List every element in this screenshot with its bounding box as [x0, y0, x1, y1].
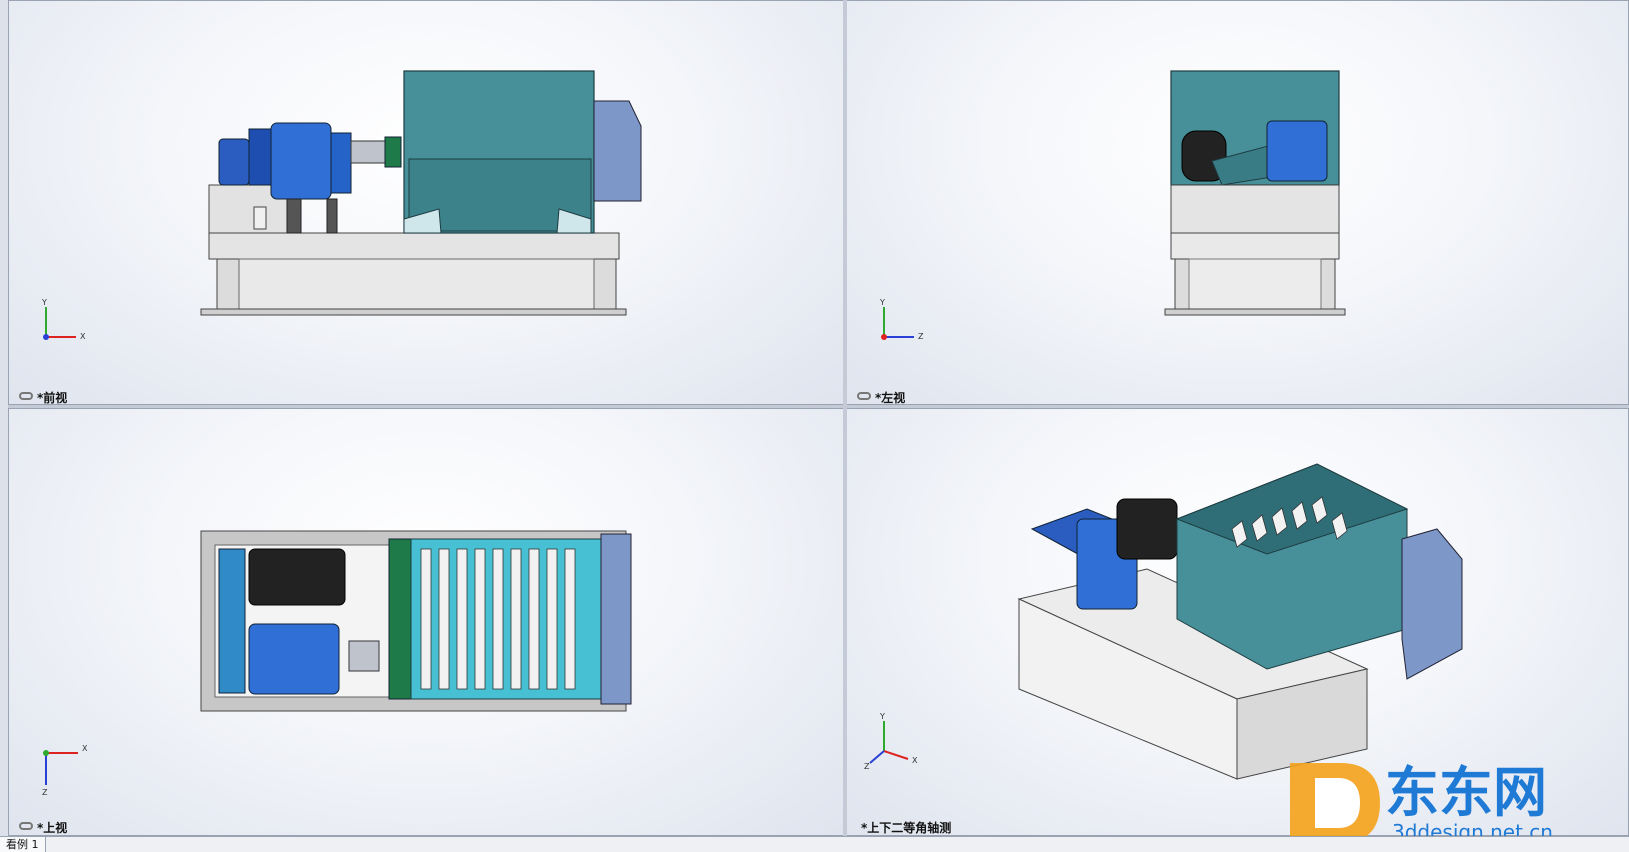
left-view-label: *左视 [875, 391, 906, 405]
top-link-icon[interactable] [19, 822, 33, 830]
front-triad-x-label: X [80, 332, 86, 341]
front-view-model [200, 70, 642, 316]
status-bar: 看例 1 [0, 836, 1629, 852]
viewport-front[interactable]: Y X *前视 [8, 0, 844, 405]
iso-triad: Y X Z [864, 712, 918, 769]
front-triad: Y X [41, 299, 86, 341]
watermark-brand: 东东网 [1385, 761, 1547, 824]
top-triad-x-label: X [82, 744, 88, 753]
left-triad-y-label: Y [879, 299, 885, 307]
left-link-icon[interactable] [857, 392, 871, 400]
status-tab[interactable]: 看例 1 [0, 837, 46, 852]
iso-triad-y-label: Y [879, 712, 885, 721]
iso-triad-x-label: X [912, 756, 918, 765]
front-triad-y-label: Y [41, 299, 47, 307]
viewport-top[interactable]: X Z *上视 [8, 408, 844, 836]
front-link-icon[interactable] [19, 392, 33, 400]
top-view-label: *上视 [37, 821, 68, 835]
top-triad: X Z [42, 744, 88, 795]
iso-view-model [1017, 463, 1463, 780]
viewport-left[interactable]: Y Z *左视 [846, 0, 1629, 405]
iso-triad-z-label: Z [864, 762, 870, 769]
viewport-iso[interactable]: Y X Z *上下二等角轴测 [846, 408, 1629, 836]
top-triad-z-label: Z [42, 788, 48, 795]
left-triad: Y Z [879, 299, 924, 341]
left-view-model [1164, 70, 1346, 316]
viewport-splitter-horizontal[interactable] [8, 405, 1629, 408]
front-view-label: *前视 [37, 391, 68, 405]
iso-view-label: *上下二等角轴测 [861, 821, 952, 835]
watermark-logo: 东东网 3ddesign.net.cn [1280, 748, 1629, 851]
viewport-splitter-vertical[interactable] [843, 0, 847, 836]
top-view-model [200, 530, 632, 712]
left-triad-z-label: Z [918, 332, 924, 341]
